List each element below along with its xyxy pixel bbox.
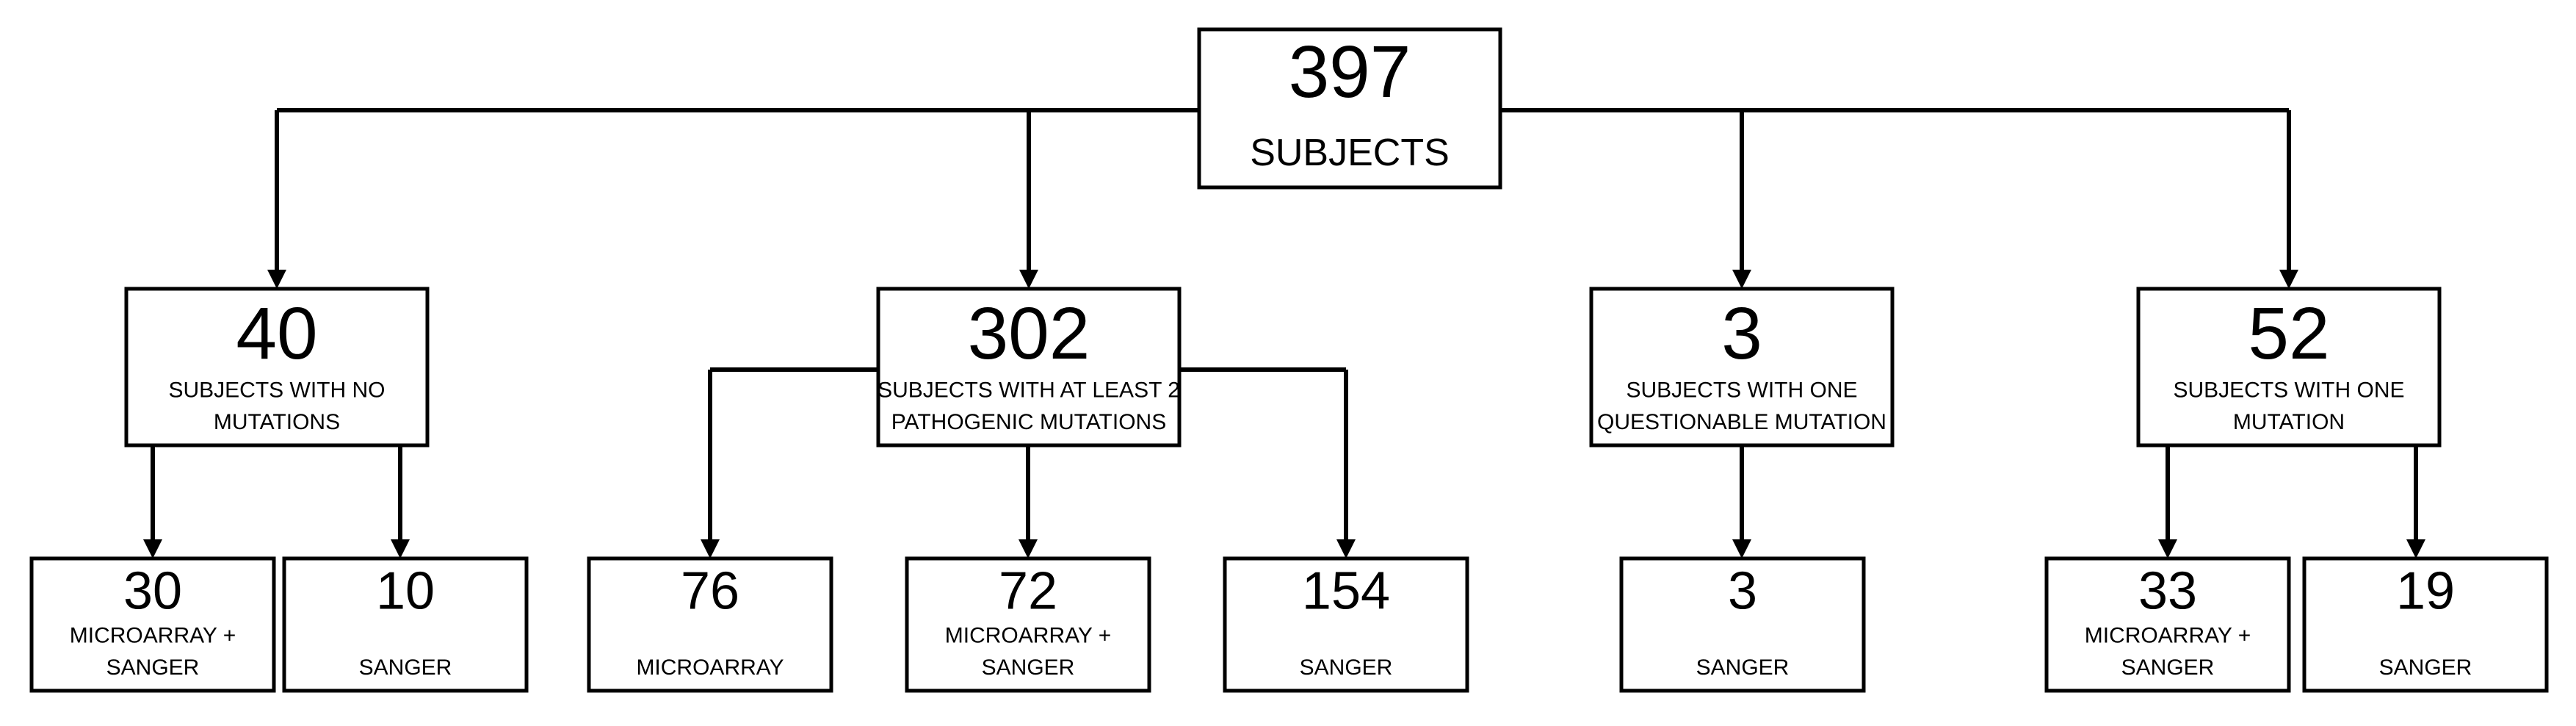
group-node-box bbox=[2136, 287, 2442, 448]
group-node-count: 40 bbox=[236, 292, 317, 375]
child-node-label-line: SANGER bbox=[2379, 655, 2472, 680]
arrowhead bbox=[2158, 539, 2177, 558]
arrowhead bbox=[1732, 539, 1751, 558]
child-node-label-line: MICROARRAY + bbox=[70, 624, 236, 648]
child-node-label-line: SANGER bbox=[982, 655, 1075, 680]
arrowhead bbox=[701, 539, 720, 558]
group-node-label-line: SUBJECTS WITH NO bbox=[168, 378, 385, 403]
child-node-box bbox=[587, 556, 833, 693]
group-node-label-line: MUTATION bbox=[2233, 410, 2345, 434]
child-node-count: 72 bbox=[999, 561, 1057, 620]
child-node-label-line: MICROARRAY + bbox=[2085, 624, 2251, 648]
group-node-label-line: QUESTIONABLE MUTATION bbox=[1597, 410, 1886, 434]
child-node-box bbox=[282, 556, 529, 693]
child-node-box bbox=[2044, 556, 2291, 693]
arrowhead bbox=[2279, 270, 2298, 289]
child-node-count: 19 bbox=[2396, 561, 2455, 620]
group-node-label-line: PATHOGENIC MUTATIONS bbox=[891, 410, 1166, 434]
child-node-box bbox=[905, 556, 1151, 693]
child-node-label-line: MICROARRAY bbox=[636, 655, 784, 680]
child-node-label-line: SANGER bbox=[106, 655, 200, 680]
child-node-count: 154 bbox=[1302, 561, 1390, 620]
group-node-count: 302 bbox=[968, 292, 1090, 375]
arrowhead bbox=[143, 539, 162, 558]
child-node-label-line: SANGER bbox=[359, 655, 452, 680]
group-node-box bbox=[1589, 287, 1895, 448]
group-node-label-line: SUBJECTS WITH ONE bbox=[1626, 378, 1857, 403]
root-node-label: SUBJECTS bbox=[1250, 132, 1450, 174]
root-node-box bbox=[1197, 27, 1502, 190]
group-node-count: 3 bbox=[1721, 292, 1762, 375]
arrowhead bbox=[267, 270, 286, 289]
child-node-count: 3 bbox=[1728, 561, 1757, 620]
child-node-label-line: SANGER bbox=[1696, 655, 1790, 680]
child-node-label-line: MICROARRAY + bbox=[945, 624, 1111, 648]
connectors bbox=[143, 108, 2425, 558]
group-node-count: 52 bbox=[2248, 292, 2329, 375]
root-node-count: 397 bbox=[1289, 31, 1411, 113]
group-node-box bbox=[876, 287, 1182, 448]
child-node-box bbox=[1223, 556, 1469, 693]
arrowhead bbox=[391, 539, 410, 558]
arrowhead bbox=[2406, 539, 2425, 558]
arrowhead bbox=[1019, 270, 1038, 289]
child-node-box bbox=[2302, 556, 2549, 693]
group-node-label-line: MUTATIONS bbox=[214, 410, 340, 434]
group-node-label-line: SUBJECTS WITH AT LEAST 2 bbox=[878, 378, 1180, 403]
child-node-label-line: SANGER bbox=[1300, 655, 1393, 680]
child-node-box bbox=[29, 556, 276, 693]
arrowhead bbox=[1336, 539, 1356, 558]
arrowhead bbox=[1019, 539, 1038, 558]
arrowhead bbox=[1732, 270, 1751, 289]
child-node-label-line: SANGER bbox=[2121, 655, 2215, 680]
child-node-count: 30 bbox=[123, 561, 182, 620]
group-node-box bbox=[124, 287, 430, 448]
child-node-box bbox=[1619, 556, 1866, 693]
child-node-count: 10 bbox=[376, 561, 435, 620]
group-node-label-line: SUBJECTS WITH ONE bbox=[2173, 378, 2404, 403]
child-node-count: 76 bbox=[681, 561, 739, 620]
child-node-count: 33 bbox=[2138, 561, 2197, 620]
